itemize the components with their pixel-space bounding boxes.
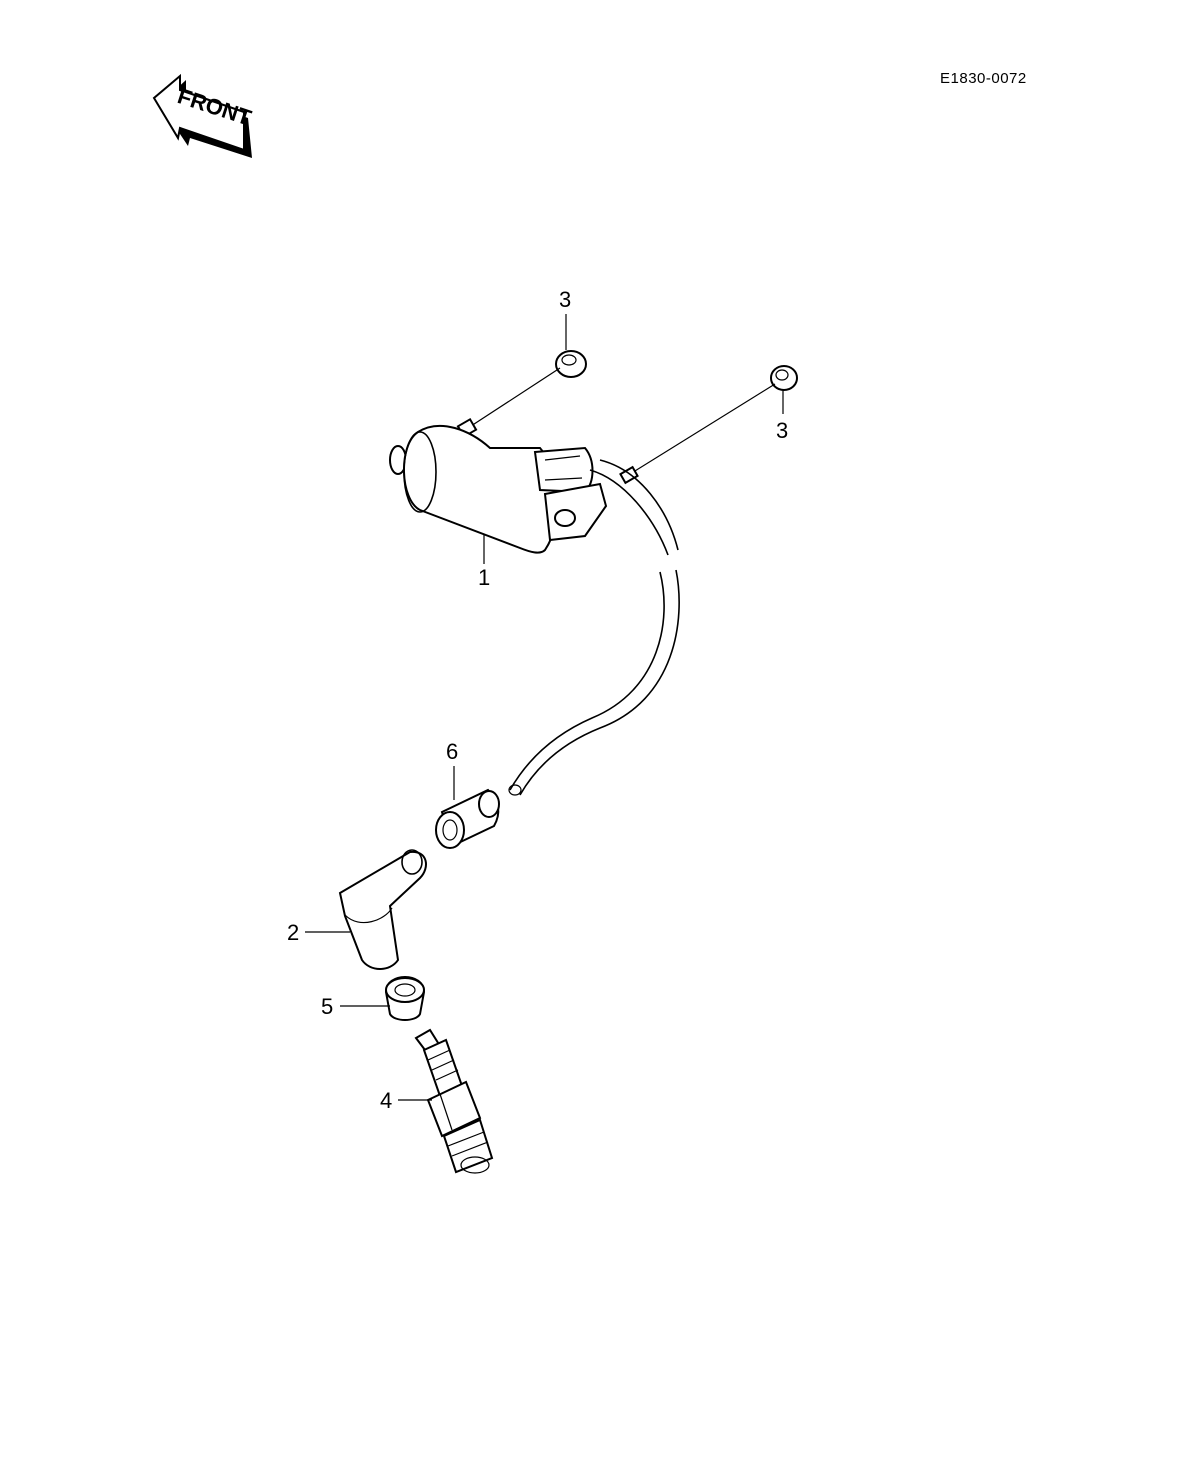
diagram-code: E1830-0072 xyxy=(940,70,1027,87)
callout-2: 2 xyxy=(287,920,299,945)
high-tension-lead xyxy=(508,459,680,796)
callout-4: 4 xyxy=(380,1088,392,1113)
cable-boot xyxy=(435,788,500,849)
callout-6: 6 xyxy=(446,739,458,764)
nut-right xyxy=(770,365,798,391)
callout-1: 1 xyxy=(478,565,490,590)
nut-upper xyxy=(555,350,587,378)
cap-seal xyxy=(384,976,426,1021)
spark-plug xyxy=(414,1028,494,1174)
ignition-coil xyxy=(389,417,639,554)
spark-plug-cap xyxy=(338,849,427,970)
callout-3-right: 3 xyxy=(776,418,788,443)
callout-3-upper: 3 xyxy=(559,287,571,312)
front-arrow-icon: FRONT xyxy=(152,73,255,158)
callout-5: 5 xyxy=(321,994,333,1019)
